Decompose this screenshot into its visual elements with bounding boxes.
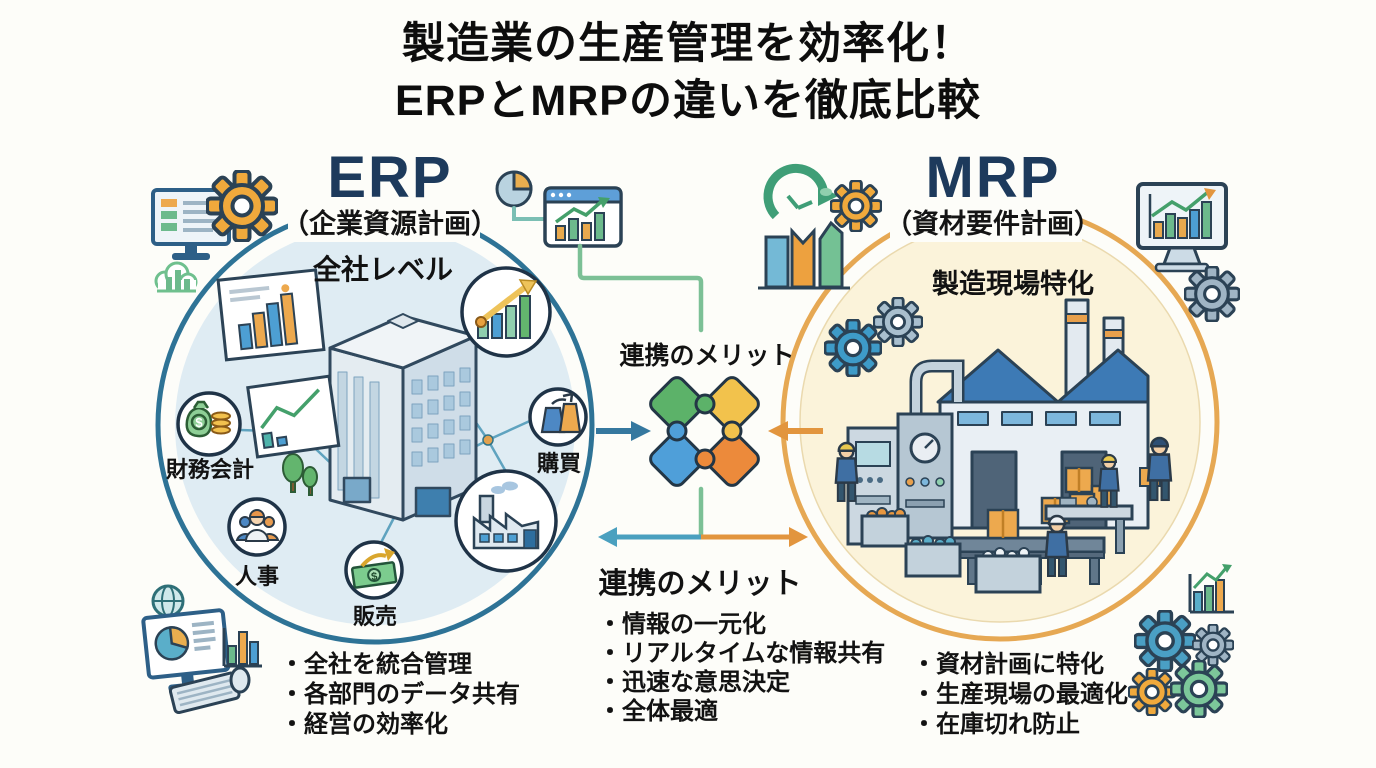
office-building-icon	[328, 313, 478, 522]
integration-benefits-list: ・情報の一元化 ・リアルタイムな情報共有 ・迅速な意思決定 ・全体最適	[598, 610, 885, 726]
bar-chart-icon	[222, 628, 262, 668]
erp-scope-label: 全社レベル	[312, 254, 453, 285]
gear-icon	[1128, 668, 1176, 716]
gear-icon	[1192, 624, 1234, 666]
factory-bubble	[454, 469, 558, 573]
erp-feature-item: ・各部門のデータ共有	[280, 681, 520, 708]
erp-feature-item: ・経営の効率化	[280, 711, 448, 738]
globe-bulb-icon	[151, 584, 185, 623]
analytics-monitor-icon	[141, 608, 231, 692]
people-icon	[235, 509, 280, 542]
growth-chart-bubble	[460, 266, 552, 358]
growth-chart-icon	[1188, 564, 1234, 614]
mouse-icon	[229, 666, 251, 694]
benefit-item: ・全体最適	[598, 698, 718, 725]
browser-chart-icon	[543, 186, 623, 248]
gear-icon	[1184, 266, 1240, 322]
sales-module: $	[344, 540, 404, 600]
title-line-2: ERPとMRPの違いを徹底比較	[395, 77, 981, 125]
sales-banknote-icon: $	[350, 561, 398, 589]
erp-heading: ERP	[327, 145, 453, 210]
gear-icon	[1134, 610, 1196, 672]
integration-label-top: 連携のメリット	[619, 342, 795, 370]
svg-text:$: $	[195, 415, 203, 430]
connector	[512, 206, 546, 221]
bidirectional-arrow	[598, 527, 808, 547]
erp-features-list: ・全社を統合管理 ・各部門のデータ共有 ・経営の効率化	[280, 650, 520, 740]
finance-module: $	[176, 391, 242, 457]
money-bag-icon: $	[185, 400, 213, 438]
mrp-feature-item: ・在庫切れ防止	[912, 711, 1080, 738]
module-label-hr: 人事	[234, 564, 279, 589]
coins-icon	[211, 411, 231, 435]
benefit-item: ・リアルタイムな情報共有	[598, 640, 886, 667]
gear-icon	[1170, 660, 1228, 718]
benefit-item: ・情報の一元化	[598, 611, 766, 638]
gear-icon	[873, 297, 923, 347]
erp-to-center-arrow	[596, 421, 651, 441]
gear-icon	[824, 319, 882, 377]
keyboard-icon	[168, 671, 241, 715]
module-label-sales: 販売	[352, 604, 397, 629]
integration-label-bottom: 連携のメリット	[598, 568, 802, 600]
mrp-to-center-arrow	[768, 421, 823, 441]
monitor-chart-icon	[1136, 182, 1228, 273]
gear-icon	[206, 170, 278, 242]
bar-chart-board-icon	[216, 268, 326, 362]
title-line-1: 製造業の生産管理を効率化！	[402, 20, 974, 68]
pie-chart-icon	[495, 170, 533, 208]
mrp-factory-scene	[824, 297, 1173, 594]
cycle-chart-icon	[758, 163, 850, 290]
line-chart-board-icon	[246, 374, 341, 459]
procurement-module	[528, 387, 588, 447]
module-label-procurement: 購買	[536, 451, 581, 476]
procurement-icon	[540, 392, 582, 434]
mrp-subtitle: （資材要件計画）	[885, 209, 1101, 239]
benefit-item: ・迅速な意思決定	[598, 669, 790, 696]
mrp-feature-item: ・資材計画に特化	[912, 651, 1104, 678]
mrp-features-list: ・資材計画に特化 ・生産現場の最適化 ・在庫切れ防止	[912, 650, 1128, 740]
cloud-chart-icon	[154, 261, 198, 293]
mrp-feature-item: ・生産現場の最適化	[912, 681, 1128, 708]
erp-subtitle: （企業資源計画）	[282, 209, 498, 239]
module-label-finance: 財務会計	[165, 457, 254, 482]
puzzle-pieces-icon	[649, 376, 760, 487]
page-title: 製造業の生産管理を効率化！ ERPとMRPの違いを徹底比較	[0, 16, 1376, 130]
hr-module	[227, 497, 287, 557]
green-connector	[577, 243, 704, 333]
svg-text:$: $	[371, 571, 379, 584]
mrp-scope-label: 製造現場特化	[932, 269, 1094, 299]
erp-feature-item: ・全社を統合管理	[280, 651, 472, 678]
mrp-heading: MRP	[925, 145, 1061, 210]
